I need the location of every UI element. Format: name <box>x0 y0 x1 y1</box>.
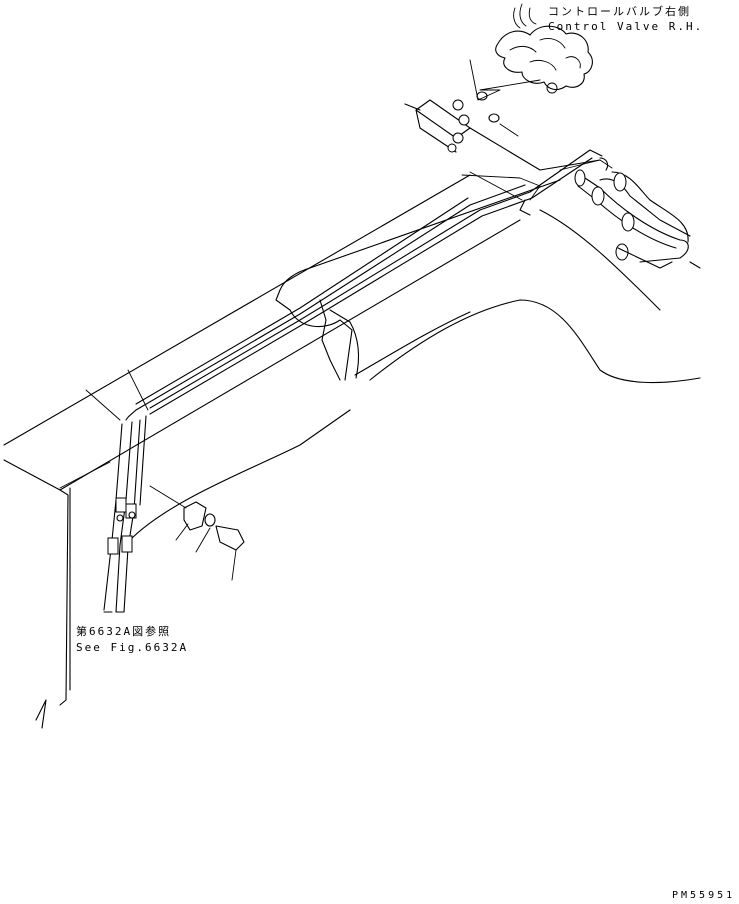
pipe-fittings-left <box>103 497 137 613</box>
pipe-run <box>103 149 613 613</box>
clamp-bolt-set <box>149 485 245 581</box>
label-control-valve-jp: コントロールバルブ右側 <box>548 5 691 18</box>
drawing-code: PM55951 <box>672 890 736 901</box>
leader-pipe-1 <box>85 389 121 421</box>
zigzag-leader <box>469 59 541 101</box>
valve-block <box>404 99 601 171</box>
o-ring-2 <box>488 113 500 123</box>
leader-boom <box>59 461 111 489</box>
leader-oring <box>499 123 519 137</box>
label-see-fig-en: See Fig.6632A <box>76 641 189 654</box>
control-valve <box>495 3 593 94</box>
boom-body <box>3 174 701 729</box>
leader-pipe-2 <box>127 369 149 411</box>
label-control-valve-en: Control Valve R.H. <box>548 20 704 33</box>
o-ring-1 <box>476 91 488 101</box>
label-see-fig-jp: 第6632A図参照 <box>76 625 172 638</box>
hose-assembly <box>574 157 691 269</box>
